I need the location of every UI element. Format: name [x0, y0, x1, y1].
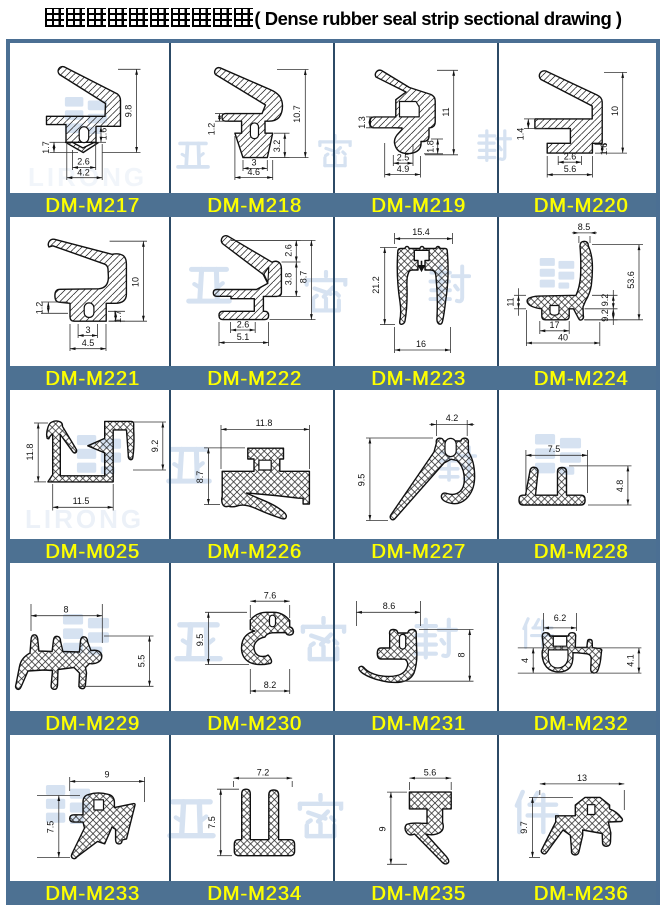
svg-text:11: 11: [506, 297, 516, 306]
svg-text:1.7: 1.7: [41, 141, 51, 154]
svg-text:1.6: 1.6: [599, 143, 609, 156]
svg-text:3.2: 3.2: [272, 140, 282, 153]
svg-text:8.7: 8.7: [298, 271, 308, 284]
svg-text:2.6: 2.6: [77, 157, 90, 167]
svg-text:5.6: 5.6: [564, 164, 577, 174]
svg-text:1.8: 1.8: [425, 140, 435, 153]
svg-text:8: 8: [63, 605, 68, 615]
svg-text:7.6: 7.6: [264, 590, 277, 600]
svg-text:53.6: 53.6: [626, 271, 636, 289]
svg-text:4.1: 4.1: [626, 654, 636, 667]
svg-text:11.5: 11.5: [73, 496, 90, 506]
svg-text:17: 17: [549, 320, 559, 330]
svg-text:4: 4: [520, 658, 530, 663]
svg-text:9.2: 9.2: [600, 294, 610, 307]
svg-text:11: 11: [441, 107, 451, 116]
svg-text:9.2: 9.2: [600, 309, 610, 322]
svg-text:10.7: 10.7: [292, 105, 302, 123]
svg-text:5.6: 5.6: [424, 767, 437, 777]
svg-text:4.5: 4.5: [82, 338, 95, 348]
svg-text:9.2: 9.2: [150, 440, 160, 453]
svg-text:3.8: 3.8: [283, 273, 293, 286]
svg-text:40: 40: [558, 333, 568, 343]
svg-text:4.8: 4.8: [615, 480, 625, 493]
svg-text:10: 10: [130, 277, 140, 287]
svg-text:4.6: 4.6: [248, 167, 261, 177]
svg-text:6.2: 6.2: [554, 613, 567, 623]
svg-text:11.8: 11.8: [256, 418, 273, 428]
svg-text:2.5: 2.5: [397, 153, 410, 163]
svg-text:1.2: 1.2: [35, 302, 45, 315]
svg-text:15.4: 15.4: [412, 227, 430, 237]
svg-text:13: 13: [577, 773, 587, 783]
svg-text:9.7: 9.7: [519, 821, 529, 834]
svg-text:9.8: 9.8: [124, 105, 134, 118]
svg-text:8.6: 8.6: [383, 601, 396, 611]
svg-text:3: 3: [251, 158, 256, 168]
svg-text:1.6: 1.6: [99, 128, 109, 141]
svg-text:21.2: 21.2: [371, 276, 381, 294]
svg-text:11.8: 11.8: [25, 444, 35, 461]
svg-text:8.5: 8.5: [578, 222, 591, 232]
svg-text:7.5: 7.5: [548, 444, 561, 454]
svg-text:8.2: 8.2: [264, 680, 277, 690]
svg-text:2.6: 2.6: [237, 319, 250, 329]
svg-text:8: 8: [457, 652, 467, 657]
svg-text:7.2: 7.2: [257, 767, 270, 777]
svg-text:16: 16: [416, 339, 426, 349]
svg-text:1.4: 1.4: [516, 128, 526, 141]
svg-text:1.3: 1.3: [357, 116, 367, 129]
svg-text:9: 9: [104, 770, 109, 780]
svg-text:9.5: 9.5: [195, 634, 205, 647]
svg-text:3: 3: [85, 325, 90, 335]
svg-text:1.2: 1.2: [207, 123, 217, 136]
svg-text:8.7: 8.7: [195, 471, 205, 484]
svg-text:5.5: 5.5: [136, 655, 146, 668]
svg-text:4.9: 4.9: [397, 164, 410, 174]
svg-text:4.2: 4.2: [446, 413, 459, 423]
svg-text:4.2: 4.2: [77, 167, 90, 177]
svg-text:9.5: 9.5: [356, 474, 366, 487]
svg-text:7.5: 7.5: [45, 821, 55, 834]
svg-text:2.6: 2.6: [283, 244, 293, 257]
svg-text:1.7: 1.7: [113, 310, 123, 323]
svg-text:9: 9: [377, 826, 387, 831]
svg-text:2.6: 2.6: [564, 152, 577, 162]
svg-text:5.1: 5.1: [237, 332, 250, 342]
svg-text:7.5: 7.5: [207, 816, 217, 829]
svg-text:10: 10: [610, 106, 620, 116]
